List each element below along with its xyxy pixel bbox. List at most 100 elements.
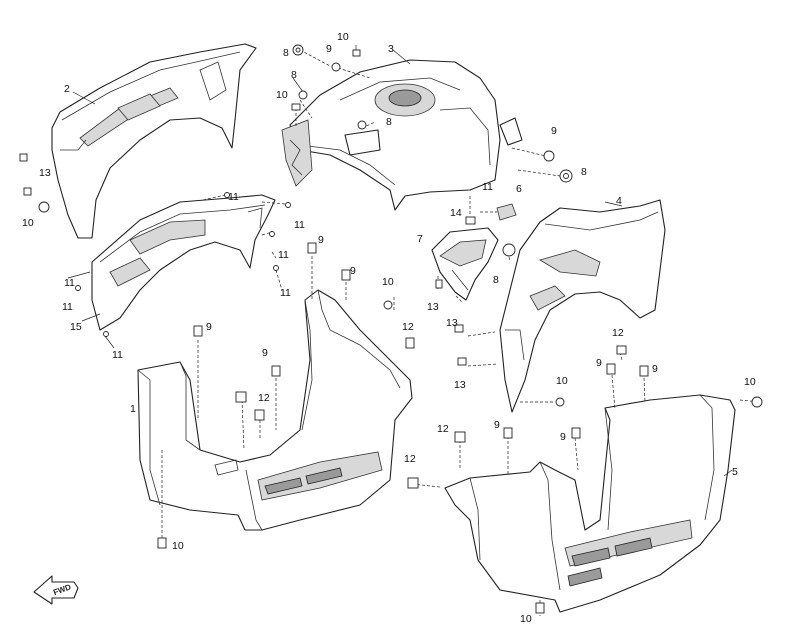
callout-9: 9 [350,265,356,277]
callout-11: 11 [294,219,305,231]
callout-9: 9 [262,347,268,359]
bolt-9 [606,363,616,375]
washer-8 [298,90,308,100]
part-5-right-floorboard [444,394,736,613]
callout-12: 12 [402,321,414,333]
callout-8: 8 [581,166,587,178]
callout-10: 10 [556,375,568,387]
bolt-9 [193,325,203,337]
callout-11: 11 [62,301,73,313]
clip-12 [254,409,265,421]
part-6-small-clip [496,203,517,221]
bolt-9 [307,242,317,254]
callout-14: 14 [450,207,462,219]
clip-12 [616,345,627,355]
callout-8: 8 [291,69,297,81]
part-2-left-front-fender [51,43,257,239]
fwd-arrow-icon: FWD [33,575,79,605]
callout-11: 11 [278,249,289,261]
screw-11 [285,202,291,208]
washer-10 [751,396,763,408]
callout-12: 12 [612,327,624,339]
callout-13: 13 [446,317,458,329]
callout-10: 10 [520,613,532,625]
callout-12: 12 [258,392,270,404]
screw-11 [269,231,275,237]
callout-15: 15 [70,321,82,333]
callout-10: 10 [276,89,288,101]
callout-10: 10 [744,376,756,388]
callout-3: 3 [388,43,394,55]
callout-9: 9 [551,125,557,137]
nut-9 [331,62,341,72]
callout-8: 8 [283,47,289,59]
washer-8 [502,243,516,257]
callout-11: 11 [482,181,493,193]
bolt-9 [341,269,351,281]
callout-13: 13 [39,167,51,179]
callout-4: 4 [616,195,622,207]
callout-11: 11 [280,287,291,299]
callout-11: 11 [64,277,75,289]
clip-12 [454,431,466,443]
bolt-10 [291,103,301,111]
callout-9: 9 [206,321,212,333]
clip-13 [435,279,443,289]
clip-13 [19,153,28,162]
callout-9: 9 [560,431,566,443]
callout-9: 9 [652,363,658,375]
callout-6: 6 [516,183,522,195]
callout-9: 9 [326,43,332,55]
screw-11 [103,331,109,337]
bolt-9 [571,427,581,439]
part-14-grommet [465,216,476,225]
callout-12: 12 [437,423,449,435]
callout-11: 11 [228,191,239,203]
callout-8: 8 [386,116,392,128]
bolt-10 [157,537,167,549]
callout-11: 11 [112,349,123,361]
callout-10: 10 [337,31,349,43]
clip-13 [23,187,32,196]
washer-10 [555,397,565,407]
bolt-9 [503,427,513,439]
bolt-9 [639,365,649,377]
callout-9: 9 [596,357,602,369]
part-7-center-bracket [431,227,499,301]
clip-12 [235,391,247,403]
clip-12 [405,337,415,349]
bolt-10 [352,49,361,57]
callout-10: 10 [22,217,34,229]
clip-12 [407,477,419,489]
callout-7: 7 [417,233,423,245]
washer-10 [38,201,50,213]
bolt-9 [271,365,281,377]
callout-9: 9 [318,234,324,246]
clip-13 [454,324,464,333]
callout-10: 10 [172,540,184,552]
washer-10 [383,300,393,310]
nut-9 [543,150,555,162]
callout-13: 13 [454,379,466,391]
screw-11 [273,265,279,271]
screw-11 [75,285,81,291]
callout-10: 10 [382,276,394,288]
callout-labels: 2 3 8 9 10 8 10 8 13 10 11 11 11 11 11 1… [22,31,756,625]
part-3-front-hood [281,59,523,211]
callout-2: 2 [64,83,70,95]
callout-12: 12 [404,453,416,465]
screw-11 [224,192,230,198]
callout-9: 9 [494,419,500,431]
washer-hole [295,47,301,53]
part-1-left-floorboard [137,289,413,531]
part-15-left-rear-fender [91,194,276,331]
callout-13: 13 [427,301,439,313]
washer-hole [563,173,569,179]
hardware-fasteners [19,44,763,614]
callout-5: 5 [732,466,738,478]
bolt-10 [535,602,545,614]
washer-8 [357,120,367,130]
clip-13 [457,357,467,366]
callout-1: 1 [130,403,136,415]
